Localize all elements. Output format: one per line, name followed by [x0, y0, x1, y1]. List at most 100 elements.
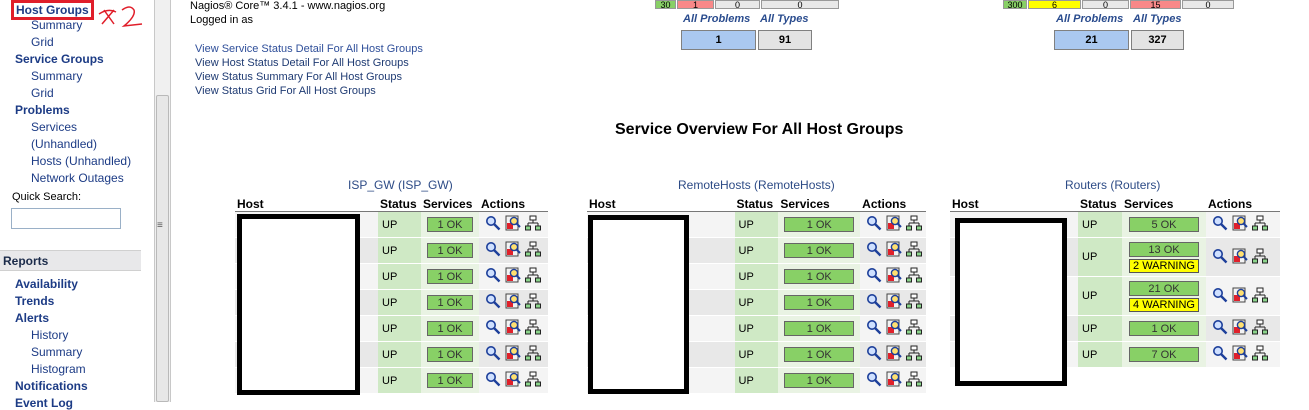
service-all-problems-label[interactable]: All Problems	[1056, 13, 1124, 25]
sidebar-item-event-log[interactable]: Event Log	[15, 396, 74, 410]
status-map-icon[interactable]	[505, 371, 521, 387]
service-warning-badge[interactable]: 4 WARNING	[1129, 297, 1199, 312]
service-ok-badge[interactable]: 1 OK	[427, 347, 473, 362]
network-tree-icon[interactable]	[906, 293, 923, 309]
network-tree-icon[interactable]	[525, 267, 541, 283]
service-ok-badge[interactable]: 1 OK	[784, 269, 855, 284]
status-map-icon[interactable]	[1232, 287, 1248, 303]
magnifier-icon[interactable]	[866, 345, 882, 361]
sidebar-item-alerts-histogram[interactable]: Histogram	[31, 362, 86, 376]
host-all-problems-label[interactable]: All Problems	[683, 13, 751, 25]
status-map-icon[interactable]	[505, 241, 521, 257]
magnifier-icon[interactable]	[1212, 345, 1228, 361]
magnifier-icon[interactable]	[1212, 319, 1228, 335]
sidebar-item-services-unhandled[interactable]: (Unhandled)	[31, 137, 98, 151]
sidebar-item-problem-services[interactable]: Services	[31, 120, 78, 134]
host-totals-unreachable[interactable]: 0	[715, 0, 760, 9]
status-map-icon[interactable]	[886, 371, 902, 387]
magnifier-icon[interactable]	[866, 293, 882, 309]
sidebar-item-problems[interactable]: Problems	[15, 103, 70, 117]
status-map-icon[interactable]	[505, 215, 521, 231]
link-host-status-detail[interactable]: View Host Status Detail For All Host Gro…	[195, 57, 409, 69]
hosts-unhandled-label[interactable]: (Unhandled)	[65, 154, 132, 168]
sidebar-item-notifications[interactable]: Notifications	[15, 379, 88, 393]
service-ok-badge[interactable]: 21 OK	[1129, 280, 1199, 296]
status-map-icon[interactable]	[505, 345, 521, 361]
service-totals-unknown[interactable]: 0	[1082, 0, 1129, 9]
network-tree-icon[interactable]	[906, 371, 923, 387]
service-totals-pending[interactable]: 0	[1182, 0, 1234, 9]
service-ok-badge[interactable]: 1 OK	[784, 217, 855, 232]
service-ok-badge[interactable]: 5 OK	[1129, 217, 1199, 232]
magnifier-icon[interactable]	[866, 319, 882, 335]
network-tree-icon[interactable]	[525, 371, 541, 387]
sidebar-item-problem-hosts[interactable]: Hosts (Unhandled)	[31, 154, 131, 168]
sidebar-item-hostgroup-summary[interactable]: Summary	[31, 18, 83, 32]
service-ok-badge[interactable]: 1 OK	[427, 321, 473, 336]
link-service-status-detail[interactable]: View Service Status Detail For All Host …	[195, 43, 423, 55]
magnifier-icon[interactable]	[485, 215, 501, 231]
status-map-icon[interactable]	[505, 267, 521, 283]
host-all-problems-count[interactable]: 1	[681, 30, 756, 50]
service-ok-badge[interactable]: 7 OK	[1129, 347, 1199, 362]
status-map-icon[interactable]	[1232, 215, 1248, 231]
host-totals-down[interactable]: 1	[677, 0, 714, 9]
network-tree-icon[interactable]	[906, 241, 923, 257]
service-ok-badge[interactable]: 1 OK	[427, 243, 473, 258]
service-warning-badge[interactable]: 2 WARNING	[1129, 258, 1199, 273]
sidebar-item-servicegroup-summary[interactable]: Summary	[31, 69, 83, 83]
frame-scrollbar[interactable]: ≡	[154, 0, 171, 402]
service-totals-critical[interactable]: 15	[1130, 0, 1181, 9]
hostgroup-name-link[interactable]: ISP_GW	[348, 178, 395, 192]
service-ok-badge[interactable]: 13 OK	[1129, 241, 1199, 257]
magnifier-icon[interactable]	[866, 267, 882, 283]
network-tree-icon[interactable]	[1252, 319, 1268, 335]
host-all-types-count[interactable]: 91	[758, 30, 812, 50]
service-ok-badge[interactable]: 1 OK	[427, 295, 473, 310]
service-ok-badge[interactable]: 1 OK	[784, 373, 855, 388]
network-tree-icon[interactable]	[525, 319, 541, 335]
service-ok-badge[interactable]: 1 OK	[784, 321, 855, 336]
status-map-icon[interactable]	[505, 319, 521, 335]
service-ok-badge[interactable]: 1 OK	[784, 243, 855, 258]
network-tree-icon[interactable]	[1252, 345, 1268, 361]
status-map-icon[interactable]	[886, 215, 902, 231]
network-tree-icon[interactable]	[906, 345, 923, 361]
service-all-types-label[interactable]: All Types	[1133, 13, 1182, 25]
service-ok-badge[interactable]: 1 OK	[1129, 321, 1199, 336]
network-tree-icon[interactable]	[525, 215, 541, 231]
status-map-icon[interactable]	[1232, 345, 1248, 361]
quick-search-input[interactable]	[11, 208, 121, 229]
network-tree-icon[interactable]	[906, 267, 923, 283]
status-map-icon[interactable]	[886, 241, 902, 257]
network-tree-icon[interactable]	[1252, 215, 1268, 231]
sidebar-item-alerts[interactable]: Alerts	[15, 311, 50, 325]
magnifier-icon[interactable]	[1212, 287, 1228, 303]
service-ok-badge[interactable]: 1 OK	[427, 217, 473, 232]
hosts-label[interactable]: Hosts	[31, 154, 62, 168]
network-tree-icon[interactable]	[525, 293, 541, 309]
sidebar-item-alerts-history[interactable]: History	[31, 328, 69, 342]
sidebar-item-network-outages[interactable]: Network Outages	[31, 171, 124, 185]
network-tree-icon[interactable]	[906, 215, 923, 231]
magnifier-icon[interactable]	[485, 267, 501, 283]
service-ok-badge[interactable]: 1 OK	[784, 347, 855, 362]
hostgroup-name-link[interactable]: RemoteHosts	[678, 178, 751, 192]
status-map-icon[interactable]	[886, 319, 902, 335]
service-all-types-count[interactable]: 327	[1131, 30, 1184, 50]
status-map-icon[interactable]	[886, 345, 902, 361]
network-tree-icon[interactable]	[525, 241, 541, 257]
service-ok-badge[interactable]: 1 OK	[427, 269, 473, 284]
frame-resize-grip-icon[interactable]: ≡	[157, 220, 163, 231]
hostgroup-alias-link[interactable]: (ISP_GW)	[398, 178, 453, 192]
host-all-types-label[interactable]: All Types	[760, 13, 809, 25]
magnifier-icon[interactable]	[1212, 215, 1228, 231]
sidebar-item-servicegroup-grid[interactable]: Grid	[31, 86, 54, 100]
sidebar-item-alerts-summary[interactable]: Summary	[31, 345, 83, 359]
sidebar-item-availability[interactable]: Availability	[15, 277, 78, 291]
hostgroup-name-link[interactable]: Routers	[1065, 178, 1108, 192]
sidebar-item-service-groups[interactable]: Service Groups	[15, 52, 104, 66]
service-ok-badge[interactable]: 1 OK	[427, 373, 473, 388]
status-map-icon[interactable]	[1232, 248, 1248, 264]
magnifier-icon[interactable]	[866, 215, 882, 231]
